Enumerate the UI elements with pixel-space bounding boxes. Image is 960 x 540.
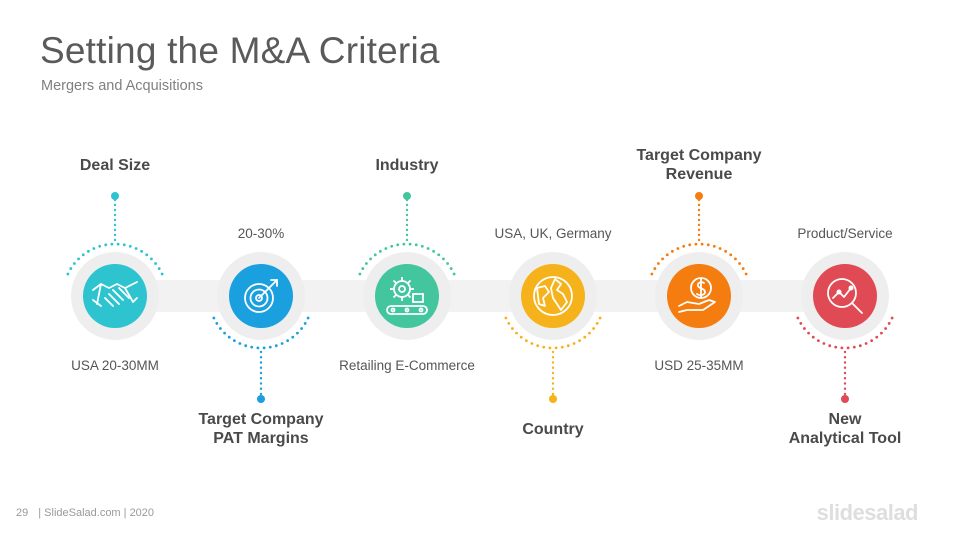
step-detail-4: USA, UK, Germany <box>494 226 612 241</box>
connector-dots <box>212 316 310 403</box>
slide-title: Setting the M&A Criteria <box>40 30 440 71</box>
step-detail-2: 20-30% <box>237 226 285 241</box>
connector-dots <box>358 192 456 276</box>
connector-dots <box>66 192 164 276</box>
step-node-2 <box>212 252 310 403</box>
analytics-icon <box>827 278 863 314</box>
step-node-4 <box>504 252 602 403</box>
step-node-3 <box>358 192 456 340</box>
gear-conveyor-icon <box>386 277 428 315</box>
connector-dots <box>650 192 748 276</box>
step-detail-5: USD 25-35MM <box>654 358 744 373</box>
slide-subtitle: Mergers and Acquisitions <box>41 78 203 94</box>
dollar-hand-icon <box>678 277 716 313</box>
footer-source: | SlideSalad.com | 2020 <box>38 507 155 519</box>
step-node-5 <box>650 192 748 340</box>
step-heading-3: Industry <box>375 157 439 174</box>
step-detail-3: Retailing E-Commerce <box>339 358 475 373</box>
step-node-6 <box>796 252 894 403</box>
step-heading-1: Deal Size <box>79 157 151 174</box>
brand-logo: slidesalad <box>816 500 919 525</box>
connector-dots <box>504 316 602 403</box>
footer-info: 29 | SlideSalad.com | 2020 <box>16 507 154 519</box>
page-number: 29 <box>16 507 29 519</box>
step-detail-1: USA 20-30MM <box>71 358 159 373</box>
target-icon <box>244 279 278 313</box>
connector-dots <box>796 316 894 403</box>
globe-icon <box>533 276 573 316</box>
step-heading-4: Country <box>522 421 584 438</box>
step-detail-6: Product/Service <box>797 226 893 241</box>
step-node-1 <box>66 192 164 340</box>
handshake-icon <box>92 281 138 307</box>
